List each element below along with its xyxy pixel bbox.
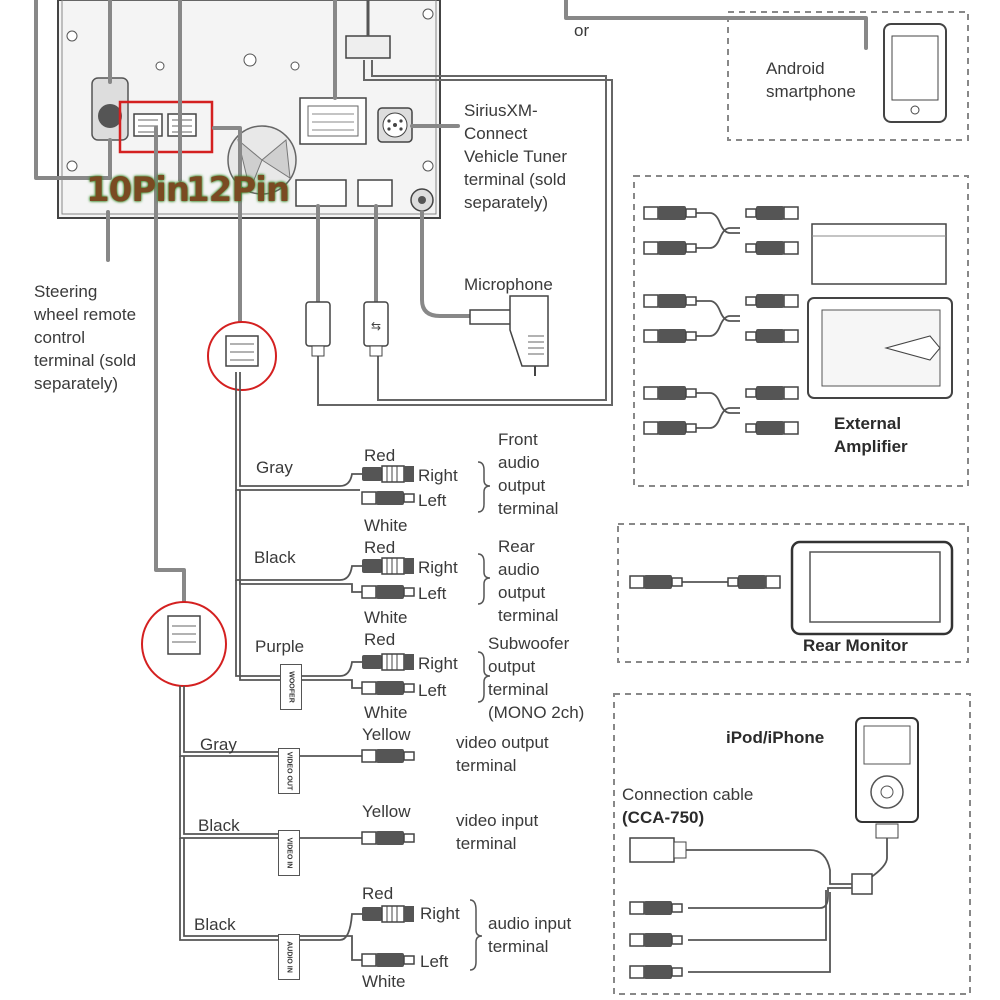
front-desc: Front audio output terminal [498, 430, 559, 518]
front-left-label: Left [418, 491, 447, 510]
video-in-wire-color: Black [198, 816, 240, 835]
android-panel [727, 11, 969, 141]
input-wires [179, 686, 362, 961]
antenna-cable [317, 60, 613, 406]
subwoofer-rca-pair [361, 653, 415, 696]
subwoofer-right-label: Right [418, 654, 458, 673]
rear-desc: Rear audio output terminal [498, 537, 559, 625]
audio-in-bottom-color: White [362, 972, 406, 991]
head-unit [57, 0, 441, 219]
steering-label: Steering wheel remote control terminal (… [34, 282, 137, 393]
cable-routes [34, 0, 868, 612]
video-in-tag: VIDEO IN [278, 830, 300, 876]
video-out-plug-color: Yellow [362, 725, 411, 744]
audio-in-left-label: Left [420, 952, 449, 971]
ipod-label: iPod/iPhone [726, 728, 825, 747]
video-out-wire-color: Gray [200, 735, 237, 754]
front-wire-color: Gray [256, 458, 293, 477]
rear-monitor-panel [617, 523, 969, 663]
or-label: or [574, 21, 590, 40]
siriusxm-label: SiriusXM- Connect Vehicle Tuner terminal… [464, 101, 568, 212]
front-rca-pair [361, 465, 415, 506]
harness-connector-12 [207, 321, 277, 391]
connection-cable-label: Connection cable [622, 785, 754, 804]
audio-in-tag: AUDIO IN [278, 934, 300, 980]
subwoofer-wire-color: Purple [255, 637, 305, 656]
rear-top-color: Red [364, 538, 396, 557]
subwoofer-left-label: Left [418, 681, 447, 700]
pin12-label: 12Pin [186, 170, 290, 210]
rear-bottom-color: White [364, 608, 408, 627]
external-amplifier-panel [633, 175, 969, 487]
woofer-tag: WOOFER [280, 664, 302, 710]
video-in-plug-color: Yellow [362, 802, 411, 821]
subwoofer-bottom-color: White [364, 703, 408, 722]
audio-in-rca-pair [361, 905, 415, 968]
audio-in-right-label: Right [420, 904, 460, 923]
external-amplifier-label: External Amplifier [834, 414, 908, 456]
pin10-label: 10Pin [86, 170, 190, 210]
subwoofer-top-color: Red [364, 630, 396, 649]
video-in-desc: video input terminal [456, 811, 539, 853]
video-out-desc: video output terminal [456, 733, 549, 775]
front-right-label: Right [418, 466, 458, 485]
harness-connector-10 [141, 601, 227, 687]
video-out-tag: VIDEO OUT [278, 748, 300, 794]
brackets [469, 461, 491, 971]
rear-monitor-label: Rear Monitor [803, 636, 908, 655]
audio-in-desc: audio input terminal [488, 914, 572, 956]
android-label: Android smartphone [766, 59, 856, 101]
microphone-label: Microphone [464, 275, 553, 294]
rear-wire-color: Black [254, 548, 296, 567]
audio-in-top-color: Red [362, 884, 394, 903]
pin-highlight-box [118, 100, 214, 154]
front-top-color: Red [364, 446, 396, 465]
ipod-panel [613, 693, 971, 995]
front-bottom-color: White [364, 516, 408, 535]
svg-text:⇆: ⇆ [371, 319, 381, 333]
rear-left-label: Left [418, 584, 447, 603]
video-in-rca [361, 830, 415, 846]
subwoofer-desc: Subwoofer output terminal (MONO 2ch) [488, 634, 585, 722]
rear-rca-pair [361, 557, 415, 600]
microphone [469, 295, 549, 376]
cable-model-label: (CCA-750) [622, 808, 705, 827]
rear-right-label: Right [418, 558, 458, 577]
video-out-rca [361, 748, 415, 764]
audio-output-wires [235, 372, 362, 689]
audio-in-wire-color: Black [194, 915, 236, 934]
usb-plugs: ⇆ [305, 301, 389, 357]
